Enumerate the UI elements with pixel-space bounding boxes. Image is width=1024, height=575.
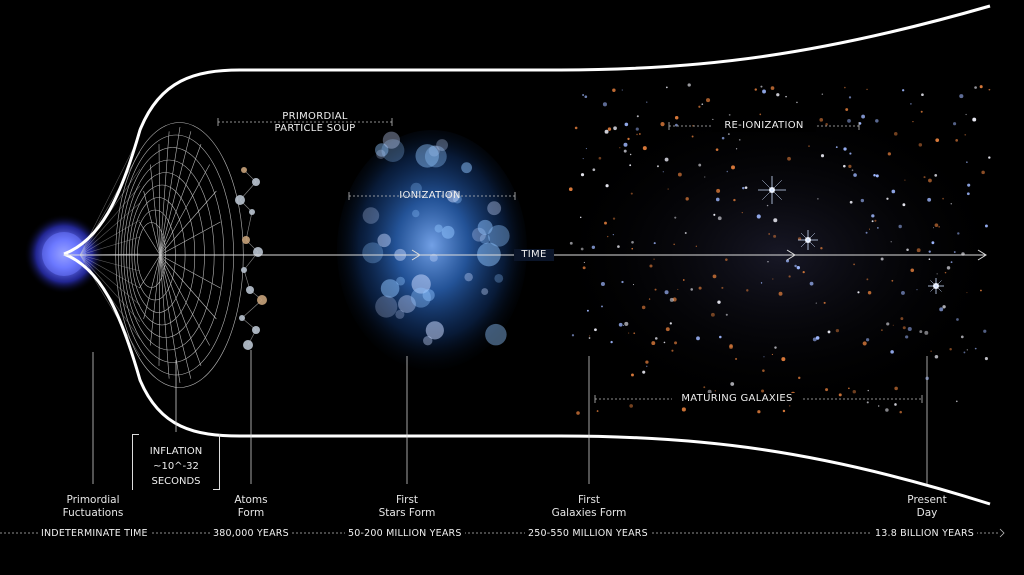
event-label-first-stars: First Stars Form — [378, 494, 436, 519]
event-label-primordial: Primordial Fuctuations — [62, 494, 124, 519]
event-label-atoms: Atoms Form — [234, 494, 268, 519]
time-label-first-galaxies: 250-550 MILLION YEARS — [525, 528, 651, 539]
ionization-label: IONIZATION — [399, 190, 461, 201]
first-stars-nebula — [337, 130, 527, 370]
time-label-primordial: INDETERMINATE TIME — [38, 528, 151, 539]
event-label-first-galaxies: First Galaxies Form — [551, 494, 627, 519]
atom-clusters — [235, 167, 267, 350]
time-label: TIME — [514, 249, 554, 261]
time-label-atoms: 380,000 YEARS — [210, 528, 292, 539]
galaxy-stars — [568, 83, 991, 415]
inflation-bracket — [132, 434, 220, 490]
primordial-soup-label: PRIMORDIAL PARTICLE SOUP — [274, 111, 356, 134]
reionization-label: RE-IONIZATION — [712, 120, 816, 132]
universe-outline-bottom — [63, 252, 991, 506]
inflation-label: INFLATION ~10^-32 SECONDS — [149, 446, 203, 487]
universe-outline-top — [63, 4, 991, 256]
time-label-first-stars: 50-200 MILLION YEARS — [345, 528, 465, 539]
time-label-present: 13.8 BILLION YEARS — [872, 528, 978, 539]
event-label-present: Present Day — [907, 494, 947, 519]
maturing-galaxies-label: MATURING GALAXIES — [672, 393, 802, 405]
